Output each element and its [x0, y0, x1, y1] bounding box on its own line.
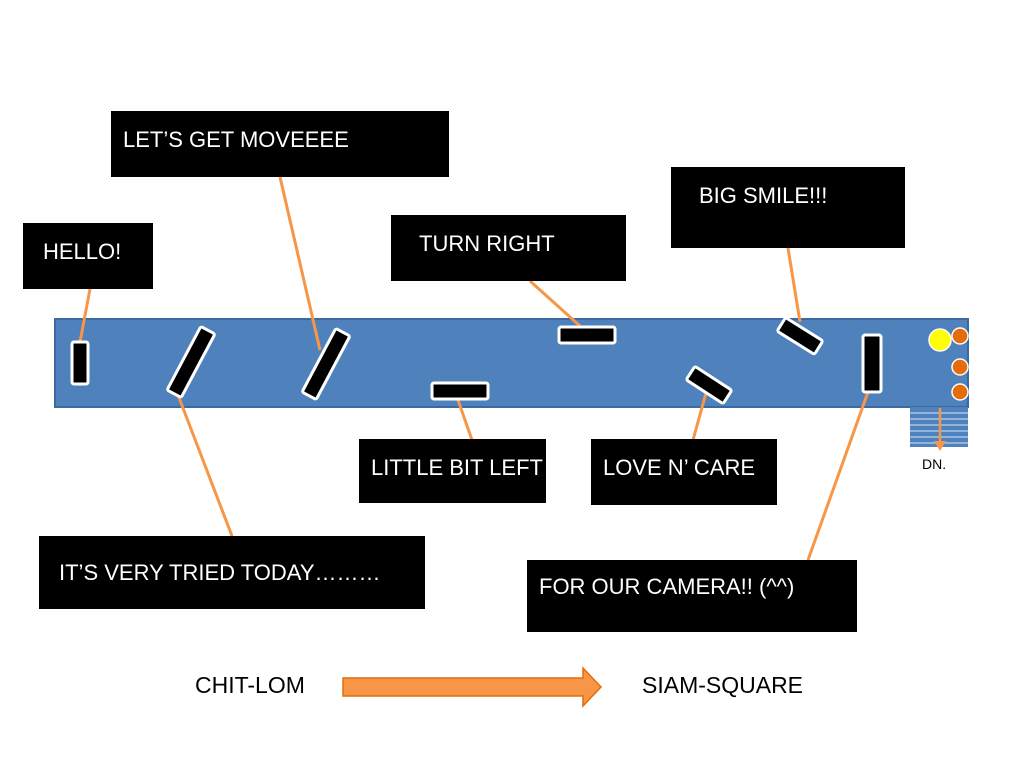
person-marker [685, 365, 733, 405]
callout-hello-text: HELLO! [43, 239, 122, 264]
pointer-line-hello [78, 288, 92, 343]
callout-big-smile: BIG SMILE!!! [671, 167, 905, 248]
person-marker [301, 327, 351, 401]
person-marker [70, 340, 90, 386]
person-marker [166, 325, 216, 399]
orange-dot [951, 383, 969, 401]
callout-lets-get-move-text: LET’S GET MOVEEEE [123, 127, 349, 152]
callout-little-bit-left-text: LITTLE BIT LEFT [371, 455, 543, 480]
route-arrow [342, 666, 603, 708]
callout-big-smile-text: BIG SMILE!!! [699, 183, 828, 208]
callout-turn-right-text: TURN RIGHT [419, 231, 555, 256]
stairs-down-label: DN. [922, 456, 947, 472]
person-marker [430, 381, 490, 401]
stairs-down [910, 407, 968, 451]
callout-little-bit-left: LITTLE BIT LEFT [359, 439, 546, 503]
pointer-line-little-bit-left [456, 399, 474, 441]
callout-for-our-camera: FOR OUR CAMERA!! (^^) [527, 560, 857, 632]
pointer-line-turn-right [528, 279, 582, 328]
person-marker [861, 333, 883, 394]
pointer-line-love-n-care [691, 392, 708, 441]
callout-for-our-camera-text: FOR OUR CAMERA!! (^^) [539, 574, 795, 599]
callout-love-n-care: LOVE N’ CARE [591, 439, 777, 505]
pointer-line-for-our-camera [806, 391, 870, 561]
orange-dot [951, 358, 969, 376]
callout-hello: HELLO! [23, 223, 153, 289]
route-origin-label: CHIT-LOM [195, 672, 305, 698]
callout-very-tired-text: IT’S VERY TRIED TODAY……… [59, 560, 381, 585]
person-markers [70, 316, 883, 405]
person-marker [557, 325, 617, 345]
yellow-dot [928, 328, 952, 352]
callout-lets-get-move: LET’S GET MOVEEEE [111, 111, 449, 177]
route-destination-label: SIAM-SQUARE [642, 672, 804, 698]
pointer-line-very-tired [176, 394, 234, 537]
orange-dot [951, 327, 969, 345]
callout-turn-right: TURN RIGHT [391, 215, 626, 281]
callout-love-n-care-text: LOVE N’ CARE [603, 455, 756, 480]
pointer-line-lets-get-move [278, 176, 322, 351]
callout-very-tired: IT’S VERY TRIED TODAY……… [39, 536, 425, 609]
pointer-lines [78, 176, 870, 561]
pointer-line-big-smile [786, 247, 802, 323]
person-marker [776, 316, 824, 356]
